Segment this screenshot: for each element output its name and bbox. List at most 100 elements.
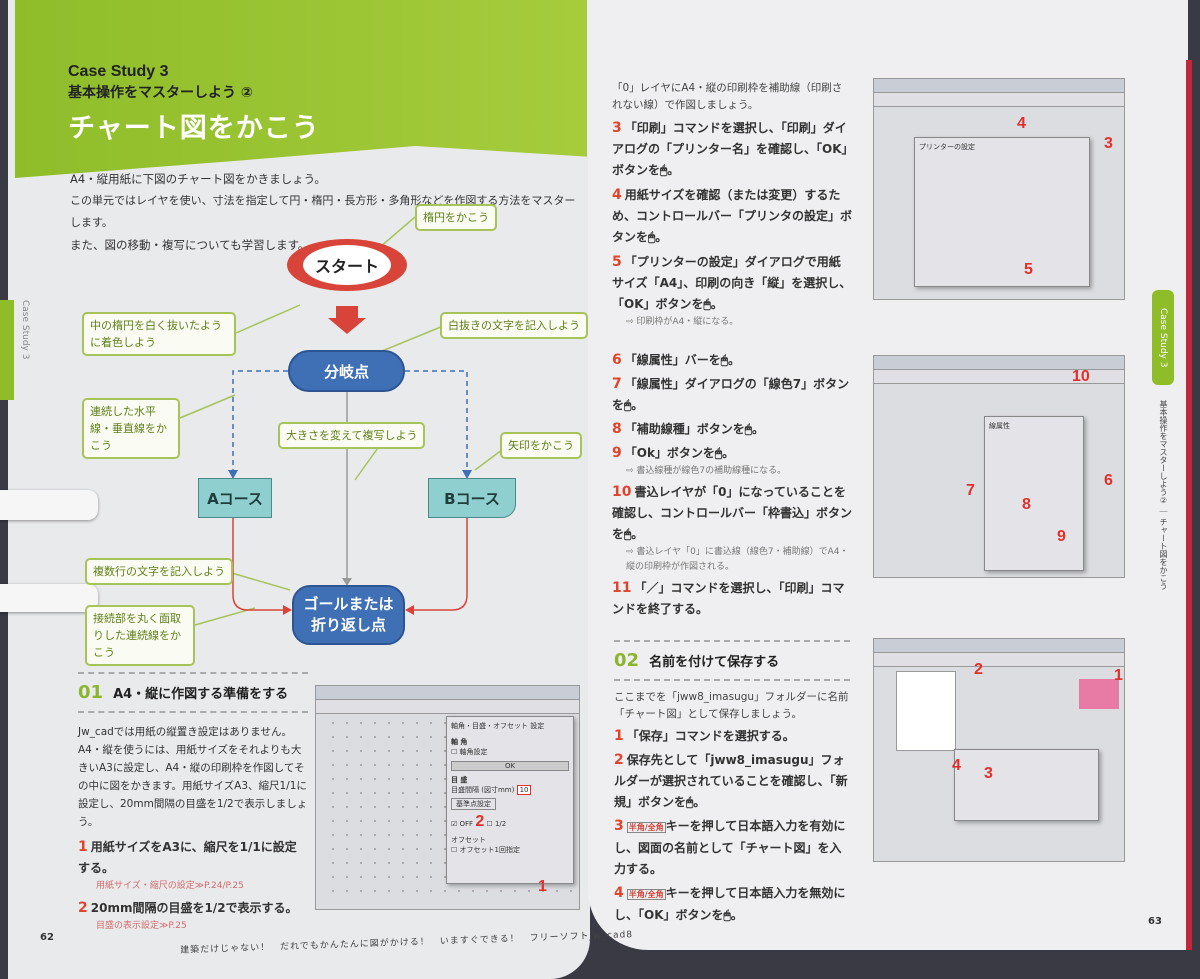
intro-block: A4・縦用紙に下図のチャート図をかきましょう。 この単元ではレイヤを使い、寸法を…	[70, 168, 580, 256]
ok-button[interactable]: OK	[451, 761, 569, 771]
step-text: 用紙サイズをA3に、縮尺を1/1に設定する。	[78, 840, 297, 875]
start-node: スタート	[314, 257, 379, 276]
dashed-line-b	[405, 370, 468, 472]
title-bar	[316, 686, 579, 700]
base-point-button[interactable]: 基準点設定	[451, 798, 496, 810]
callout-white-text: 白抜きの文字を記入しよう	[440, 312, 588, 339]
step-text: 「プリンターの設定」ダイアログで用紙サイズ「A4」、印刷の向き「縦」を選択し、「…	[612, 255, 852, 311]
step-2-ref[interactable]: 目盛の表示設定≫P.25	[96, 921, 187, 931]
off-option[interactable]: OFF	[459, 820, 474, 828]
axis-label: 軸 角	[451, 738, 468, 746]
menu-bar	[316, 700, 579, 714]
page-number-left: 62	[40, 932, 54, 943]
file-thumbnail	[1079, 679, 1119, 709]
binder-clip	[0, 490, 98, 520]
side-running-title: 基本操作をマスターしよう② ｜ チャート図をかこう	[1159, 400, 1168, 591]
callout-polyline: 連続した水平線・垂直線をかこう	[82, 398, 180, 459]
page-number-right: 63	[1148, 916, 1162, 927]
callout-leader	[354, 444, 381, 481]
step-number: 1	[78, 839, 88, 855]
new-file-dialog	[954, 749, 1099, 821]
screenshot-line-attributes: 線属性 10 7 8 6 9	[873, 355, 1125, 578]
line-attribute-dialog: 線属性	[984, 416, 1084, 571]
page-edge	[1186, 60, 1192, 950]
step-8: 8「補助線種」ボタンを🖱。	[612, 419, 852, 440]
step-number: 3	[612, 120, 622, 136]
save-step-1: 1「保存」コマンドを選択する。	[614, 726, 850, 747]
step-1-ref[interactable]: 用紙サイズ・縮尺の設定≫P.24/P.25	[96, 881, 244, 891]
offset-once-label: オフセット1回指定	[459, 846, 520, 854]
offset-checkbox[interactable]: ☐ オフセット1回指定	[451, 846, 520, 854]
section-02-heading: 02 名前を付けて保存する	[614, 650, 850, 671]
arrowhead-goal-a	[283, 605, 292, 615]
callout-fill: 中の楕円を白く抜いたように着色しよう	[82, 312, 236, 356]
callout-ellipse: 楕円をかこう	[415, 204, 497, 231]
dialog-title: 線属性	[989, 422, 1010, 430]
callout-chamfer: 接続部を丸く面取りした連続線をかこう	[85, 605, 195, 666]
marker-2: 2	[475, 813, 485, 830]
folder-tree	[896, 671, 956, 751]
section-divider	[78, 711, 308, 713]
intro-line-1: A4・縦用紙に下図のチャート図をかきましょう。	[70, 172, 326, 186]
step-5-note: ⇨ 印刷枠がA4・縦になる。	[626, 317, 739, 327]
step-number: 5	[612, 254, 622, 270]
title-bar	[874, 356, 1124, 370]
case-study-label: Case Study 3	[68, 63, 169, 80]
section-02-body: ここまでを「jww8_imasugu」フォルダーに名前「チャート図」として保存し…	[614, 691, 849, 720]
section-01-body: Jw_cadでは用紙の縦置き設定はありません。A4・縦を使うには、用紙サイズをそ…	[78, 726, 308, 828]
goal-line-1: ゴールまたは	[303, 595, 394, 613]
step-number: 4	[612, 187, 622, 203]
down-arrow-icon	[328, 306, 366, 334]
step-number: 8	[612, 421, 622, 437]
step-text: 「印刷」コマンドを選択し、「印刷」ダイアログの「プリンター名」を確認し、「OK」…	[612, 121, 848, 177]
marker-9: 9	[1057, 528, 1066, 545]
step-7: 7「線属性」ダイアログの「線色7」ボタンを🖱。	[612, 374, 852, 416]
axis-checkbox[interactable]: ☐ 軸角設定	[451, 748, 488, 756]
section-title: 名前を付けて保存する	[649, 655, 780, 670]
start-ellipse-inner	[303, 245, 391, 285]
step-number: 2	[614, 752, 624, 768]
course-b-node: Bコース	[428, 478, 516, 518]
right-intro: 「0」レイヤにA4・縦の印刷枠を補助線（印刷されない線）で作図しましょう。	[612, 82, 843, 111]
step-text: 「補助線種」ボタンを🖱。	[624, 422, 764, 436]
course-a-node: Aコース	[198, 478, 272, 518]
step-text: 書込レイヤが「0」になっていることを確認し、コントロールバー「枠書込」ボタンを🖱…	[612, 485, 853, 541]
step-number: 9	[612, 445, 622, 461]
screenshot-grid-settings: 軸角・目盛・オフセット 設定 軸 角 ☐ 軸角設定 OK 目 盛 目盛間隔 (図…	[315, 685, 580, 910]
grid-interval-input[interactable]: 10	[516, 785, 532, 795]
step-text: キーを押して日本語入力を無効にし、「OK」ボタンを🖱。	[614, 886, 846, 922]
arrowhead-b	[462, 470, 472, 479]
section-number: 02	[614, 650, 640, 671]
marker-3: 3	[1104, 135, 1113, 152]
title-banner	[15, 0, 587, 178]
goal-line-2: 折り返し点	[310, 616, 386, 634]
dialog-title: 軸角・目盛・オフセット 設定	[451, 722, 545, 730]
marker-1: 1	[538, 878, 547, 895]
section-divider	[614, 679, 850, 681]
callout-arrow: 矢印をかこう	[500, 432, 582, 459]
flowchart-connectors	[179, 216, 511, 626]
step-number: 3	[614, 818, 624, 834]
half-option[interactable]: 1/2	[494, 820, 507, 828]
screenshot-printer-settings: プリンターの設定 4 3 5	[873, 78, 1125, 300]
section-title: A4・縦に作図する準備をする	[113, 687, 289, 702]
grid-interval-row: 目盛間隔 (図寸mm) 10	[451, 785, 569, 795]
callout-leader	[235, 304, 301, 334]
key-hankaku: 半角/全角	[626, 822, 666, 833]
left-page-edge-tab	[0, 300, 14, 400]
side-tab-case-study[interactable]: Case Study 3	[1152, 290, 1174, 385]
arrowhead-goal-b	[405, 605, 414, 615]
step-number: 4	[614, 885, 624, 901]
goal-node: ゴールまたは 折り返し点	[292, 585, 405, 645]
axis-check-label: 軸角設定	[459, 748, 488, 756]
step-text: 保存先として「jww8_imasugu」フォルダーが選択されていることを確認し、…	[614, 753, 848, 809]
rounded-line-b	[407, 518, 468, 611]
step-text: キーを押して日本語入力を有効にし、図面の名前として「チャート図」を入力する。	[614, 819, 846, 876]
step-9-note: ⇨ 書込線種が線色7の補助線種になる。	[626, 466, 787, 476]
step-5: 5「プリンターの設定」ダイアログで用紙サイズ「A4」、印刷の向き「縦」を選択し、…	[612, 252, 852, 315]
